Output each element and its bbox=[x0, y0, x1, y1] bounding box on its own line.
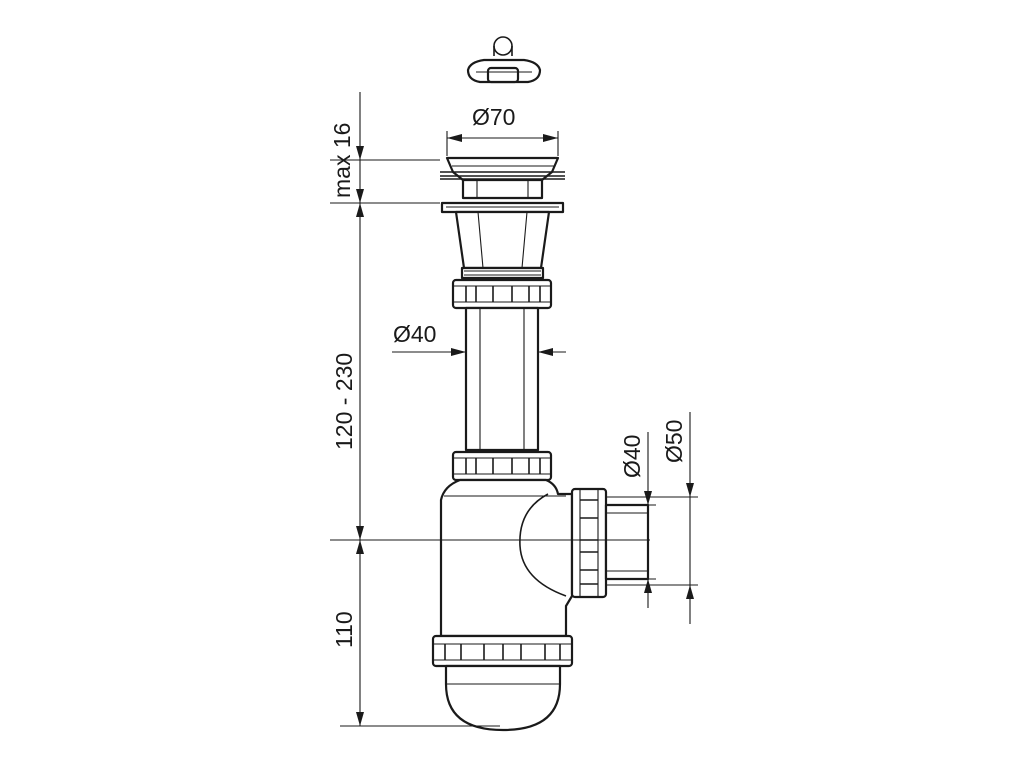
drain-plug bbox=[466, 36, 542, 84]
dimension-top-diameter: Ø70 bbox=[446, 104, 559, 156]
dimension-label-outlet-outer-diameter: Ø50 bbox=[661, 420, 687, 463]
dimension-left-vertical: max 16 120 - 230 110 bbox=[329, 92, 650, 727]
dimension-label-tube-length: 120 - 230 bbox=[331, 353, 357, 450]
dimension-label-overflow-height: max 16 bbox=[329, 123, 355, 198]
vertical-tube bbox=[464, 306, 540, 452]
lower-tube-nut bbox=[451, 450, 553, 482]
dimension-label-top-diameter: Ø70 bbox=[472, 104, 515, 130]
dimension-label-outlet-height: 110 bbox=[331, 611, 357, 648]
upper-nut bbox=[451, 278, 553, 310]
tail-piece bbox=[454, 210, 551, 280]
dimension-outlet-diameters: Ø40 Ø50 bbox=[606, 412, 698, 624]
bottle-trap-body bbox=[431, 478, 574, 732]
drain-flange bbox=[440, 156, 565, 214]
dimension-label-outlet-inner-diameter: Ø40 bbox=[619, 435, 645, 478]
dimension-label-tube-diameter: Ø40 bbox=[393, 321, 436, 347]
dimension-tube-diameter: Ø40 bbox=[392, 321, 566, 356]
